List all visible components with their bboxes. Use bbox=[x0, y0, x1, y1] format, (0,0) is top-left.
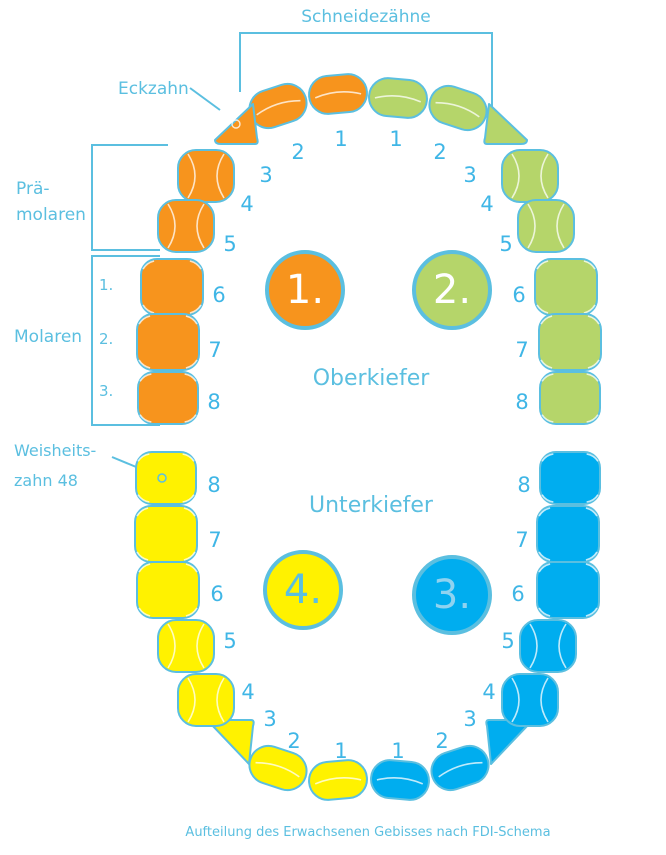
tooth-number-upper-left-8: 8 bbox=[515, 390, 528, 414]
canine-pointer bbox=[189, 87, 221, 111]
tooth-number-upper-right-5: 5 bbox=[223, 232, 236, 256]
tooth-upper-left-2 bbox=[428, 84, 488, 132]
tooth-number-lower-right-8: 8 bbox=[207, 473, 220, 497]
tooth-lower-left-6 bbox=[536, 561, 600, 619]
quadrant-q1-marker: 1. bbox=[265, 250, 345, 330]
tooth-lower-left-2 bbox=[430, 744, 490, 792]
tooth-number-lower-left-5: 5 bbox=[501, 629, 514, 653]
tooth-lower-right-7 bbox=[134, 505, 198, 563]
molar-order-3: 3. bbox=[99, 382, 113, 400]
tooth-number-lower-left-8: 8 bbox=[517, 473, 530, 497]
tooth-upper-left-1 bbox=[368, 77, 428, 119]
tooth-lower-left-8 bbox=[539, 451, 601, 505]
tooth-number-lower-left-1: 1 bbox=[391, 739, 404, 763]
tooth-lower-left-4 bbox=[501, 673, 559, 727]
molar-order-1: 1. bbox=[99, 276, 113, 294]
quadrant-q4-marker: 4. bbox=[263, 550, 343, 630]
tooth-lower-left-7 bbox=[536, 505, 600, 563]
tooth-upper-left-6 bbox=[534, 258, 598, 316]
quadrant-q2-label: 2. bbox=[433, 267, 471, 313]
tooth-number-lower-right-5: 5 bbox=[223, 629, 236, 653]
tooth-number-lower-right-6: 6 bbox=[210, 582, 223, 606]
label-molaren: Molaren bbox=[14, 327, 82, 347]
label-praemolaren-line2: molaren bbox=[16, 205, 86, 225]
tooth-number-upper-left-2: 2 bbox=[433, 140, 446, 164]
tooth-lower-right-6 bbox=[136, 561, 200, 619]
tooth-number-lower-left-6: 6 bbox=[511, 582, 524, 606]
tooth-number-upper-left-4: 4 bbox=[480, 192, 493, 216]
tooth-lower-left-1 bbox=[370, 759, 430, 801]
tooth-number-lower-right-1: 1 bbox=[334, 739, 347, 763]
tooth-number-lower-right-7: 7 bbox=[208, 528, 221, 552]
tooth-upper-right-5 bbox=[157, 199, 215, 253]
tooth-number-upper-left-5: 5 bbox=[499, 232, 512, 256]
tooth-upper-right-7 bbox=[136, 313, 200, 371]
label-eckzahn: Eckzahn bbox=[118, 79, 189, 99]
tooth-number-lower-left-3: 3 bbox=[463, 707, 476, 731]
tooth-number-upper-right-4: 4 bbox=[240, 192, 253, 216]
quadrant-q4-label: 4. bbox=[284, 567, 322, 613]
tooth-number-lower-left-2: 2 bbox=[435, 729, 448, 753]
molars-bracket bbox=[91, 255, 160, 426]
tooth-upper-left-7 bbox=[538, 313, 602, 371]
tooth-number-lower-left-4: 4 bbox=[482, 680, 495, 704]
tooth-number-lower-right-4: 4 bbox=[241, 680, 254, 704]
tooth-number-upper-left-7: 7 bbox=[515, 338, 528, 362]
label-praemolaren-line1: Prä- bbox=[16, 179, 50, 199]
tooth-number-lower-left-7: 7 bbox=[515, 528, 528, 552]
tooth-number-upper-left-1: 1 bbox=[389, 127, 402, 151]
tooth-upper-right-3 bbox=[214, 103, 259, 145]
tooth-upper-left-4 bbox=[501, 149, 559, 203]
tooth-lower-right-1 bbox=[308, 759, 368, 801]
tooth-upper-left-3 bbox=[483, 103, 528, 145]
label-oberkiefer: Oberkiefer bbox=[313, 366, 431, 391]
wisdom-tooth-marker bbox=[157, 473, 167, 483]
incisors-bracket bbox=[239, 32, 493, 124]
tooth-upper-right-6 bbox=[140, 258, 204, 316]
tooth-upper-right-8 bbox=[137, 371, 199, 425]
label-weisheitszahn-line2: zahn 48 bbox=[14, 471, 78, 490]
tooth-lower-right-4 bbox=[177, 673, 235, 727]
quadrant-markers-layer: 1. 2. 3. 4. bbox=[263, 250, 492, 635]
teeth-layer bbox=[134, 73, 602, 801]
tooth-upper-right-4 bbox=[177, 149, 235, 203]
tooth-number-upper-right-3: 3 bbox=[259, 163, 272, 187]
quadrant-q2-marker: 2. bbox=[412, 250, 492, 330]
quadrant-q3-label: 3. bbox=[433, 572, 471, 618]
tooth-upper-left-8 bbox=[539, 371, 601, 425]
tooth-upper-right-1 bbox=[308, 73, 368, 115]
tooth-lower-right-2 bbox=[248, 744, 308, 792]
tooth-number-upper-left-6: 6 bbox=[512, 283, 525, 307]
quadrant-q3-marker: 3. bbox=[412, 555, 492, 635]
label-schneidezaehne: Schneidezähne bbox=[301, 7, 430, 27]
label-unterkiefer: Unterkiefer bbox=[309, 493, 434, 518]
label-weisheitszahn-line1: Weisheits- bbox=[14, 441, 96, 460]
tooth-number-upper-right-6: 6 bbox=[212, 283, 225, 307]
tooth-number-upper-right-8: 8 bbox=[207, 390, 220, 414]
molar-order-2: 2. bbox=[99, 330, 113, 348]
tooth-number-upper-right-2: 2 bbox=[291, 140, 304, 164]
tooth-number-lower-right-2: 2 bbox=[287, 729, 300, 753]
tooth-number-lower-right-3: 3 bbox=[263, 707, 276, 731]
tooth-lower-left-5 bbox=[519, 619, 577, 673]
tooth-number-upper-right-7: 7 bbox=[208, 338, 221, 362]
premolars-bracket bbox=[91, 144, 168, 251]
quadrant-q1-label: 1. bbox=[286, 267, 324, 313]
tooth-number-upper-right-1: 1 bbox=[334, 127, 347, 151]
caption: Aufteilung des Erwachsenen Gebisses nach… bbox=[185, 825, 550, 840]
tooth-lower-right-5 bbox=[157, 619, 215, 673]
tooth-upper-left-5 bbox=[517, 199, 575, 253]
tooth-number-upper-left-3: 3 bbox=[463, 163, 476, 187]
